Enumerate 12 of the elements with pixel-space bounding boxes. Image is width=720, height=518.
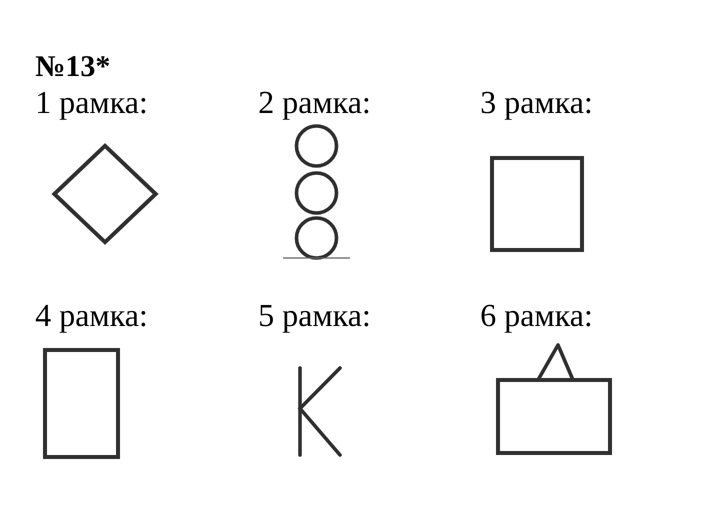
node-label: 5 рамка:	[260, 305, 368, 333]
rectangle	[43, 348, 120, 459]
node-label: 6 рамка:	[482, 304, 590, 333]
rectangle	[490, 156, 584, 252]
node-label: 3 рамка:	[482, 92, 590, 120]
rectangle	[496, 378, 612, 455]
title: №13*	[36, 56, 110, 76]
stacked-circles-drawing	[283, 124, 350, 260]
node-label: 2 рамка:	[260, 92, 368, 120]
node-label: 4 рамка:	[36, 304, 146, 333]
node-label: 1 рамка:	[38, 92, 146, 120]
letter-k-drawing	[298, 366, 342, 457]
